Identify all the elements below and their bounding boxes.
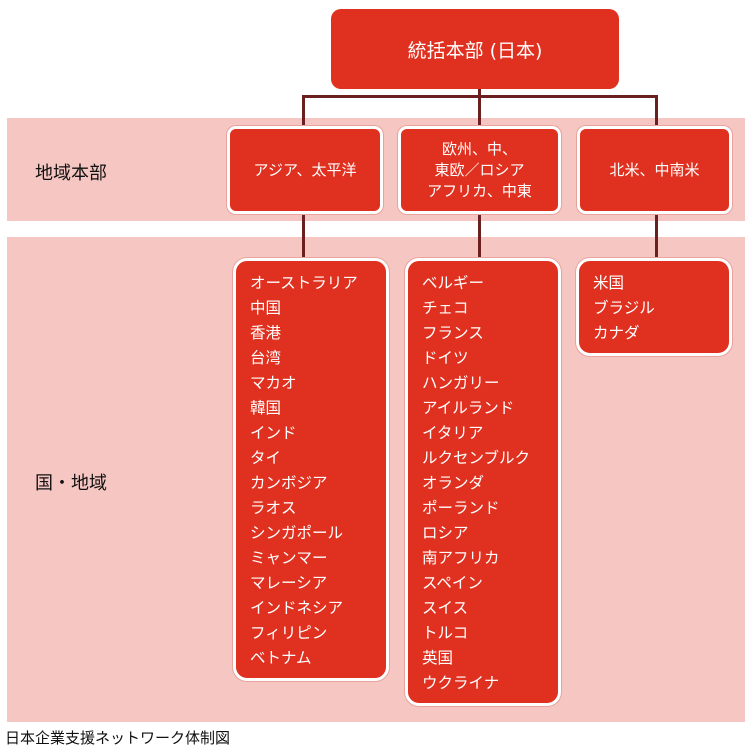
region-label: 北米、中南米 xyxy=(609,160,700,179)
country-item: インドネシア xyxy=(250,599,344,617)
country-item: 香港 xyxy=(250,324,282,342)
country-item: ロシア xyxy=(422,524,469,542)
country-item: カンボジア xyxy=(250,474,328,492)
country-list-europe-russia-africa-middle-east: ベルギーチェコフランスドイツハンガリーアイルランドイタリアルクセンブルクオランダ… xyxy=(405,258,561,706)
country-item: シンガポール xyxy=(250,524,344,542)
country-band-label: 国・地域 xyxy=(35,473,107,494)
country-item: イタリア xyxy=(422,424,484,442)
connector-america-up xyxy=(655,95,658,126)
connector-america-down xyxy=(655,214,658,258)
region-box-europe-russia-africa-middle-east: 欧州、中、 東欧／ロシア アフリカ、中東 xyxy=(398,126,561,214)
country-item: チェコ xyxy=(422,299,469,317)
figure-caption: 日本企業支援ネットワーク体制図 xyxy=(5,729,231,747)
country-item: ベルギー xyxy=(422,274,485,292)
region-label-line: 東欧／ロシア xyxy=(434,160,525,179)
country-item: トルコ xyxy=(422,624,469,642)
country-item: タイ xyxy=(250,449,282,467)
country-item: フランス xyxy=(422,324,484,342)
country-item: インド xyxy=(250,424,297,442)
region-label-line: アフリカ、中東 xyxy=(427,181,532,200)
headquarters-box: 統括本部 (日本) xyxy=(331,9,619,89)
country-item: オーストラリア xyxy=(250,274,358,292)
country-item: マカオ xyxy=(250,374,297,392)
region-label: アジア、太平洋 xyxy=(253,160,357,179)
country-item: 中国 xyxy=(250,299,282,317)
region-box-asia-pacific: アジア、太平洋 xyxy=(227,126,383,214)
country-item: アイルランド xyxy=(422,399,515,417)
country-item: ルクセンブルク xyxy=(422,449,531,467)
country-item: 南アフリカ xyxy=(422,549,500,567)
country-item: 韓国 xyxy=(250,399,282,417)
country-item: スイス xyxy=(422,599,469,617)
country-list-asia-pacific: オーストラリア中国香港台湾マカオ韓国インドタイカンボジアラオスシンガポールミャン… xyxy=(233,258,389,681)
connector-europe-down xyxy=(478,214,481,258)
country-item: 台湾 xyxy=(250,349,282,367)
region-box-americas: 北米、中南米 xyxy=(577,126,732,214)
headquarters-label: 統括本部 (日本) xyxy=(407,39,543,62)
connector-asia-down xyxy=(302,214,305,258)
region-label-line: 欧州、中、 xyxy=(441,139,517,158)
connector-asia-up xyxy=(302,95,305,126)
connector-europe-up xyxy=(478,95,481,126)
country-item: スペイン xyxy=(422,574,483,592)
country-item: ベトナム xyxy=(250,649,312,667)
country-item: ラオス xyxy=(250,499,297,517)
country-item: ブラジル xyxy=(593,299,655,317)
country-item: ミャンマー xyxy=(250,549,328,567)
country-item: ポーランド xyxy=(422,499,500,517)
country-item: オランダ xyxy=(422,474,485,492)
country-item: ウクライナ xyxy=(422,674,500,692)
country-item: 米国 xyxy=(593,274,625,292)
country-item: 英国 xyxy=(422,649,454,667)
country-item: ハンガリー xyxy=(422,374,500,392)
country-list-americas: 米国ブラジルカナダ xyxy=(576,258,732,356)
country-item: フィリピン xyxy=(250,624,328,642)
country-item: カナダ xyxy=(593,324,640,342)
connector-hq-down xyxy=(478,89,481,97)
country-item: ドイツ xyxy=(422,349,469,367)
country-item: マレーシア xyxy=(250,574,328,592)
regional-hq-band-label: 地域本部 xyxy=(35,163,107,184)
